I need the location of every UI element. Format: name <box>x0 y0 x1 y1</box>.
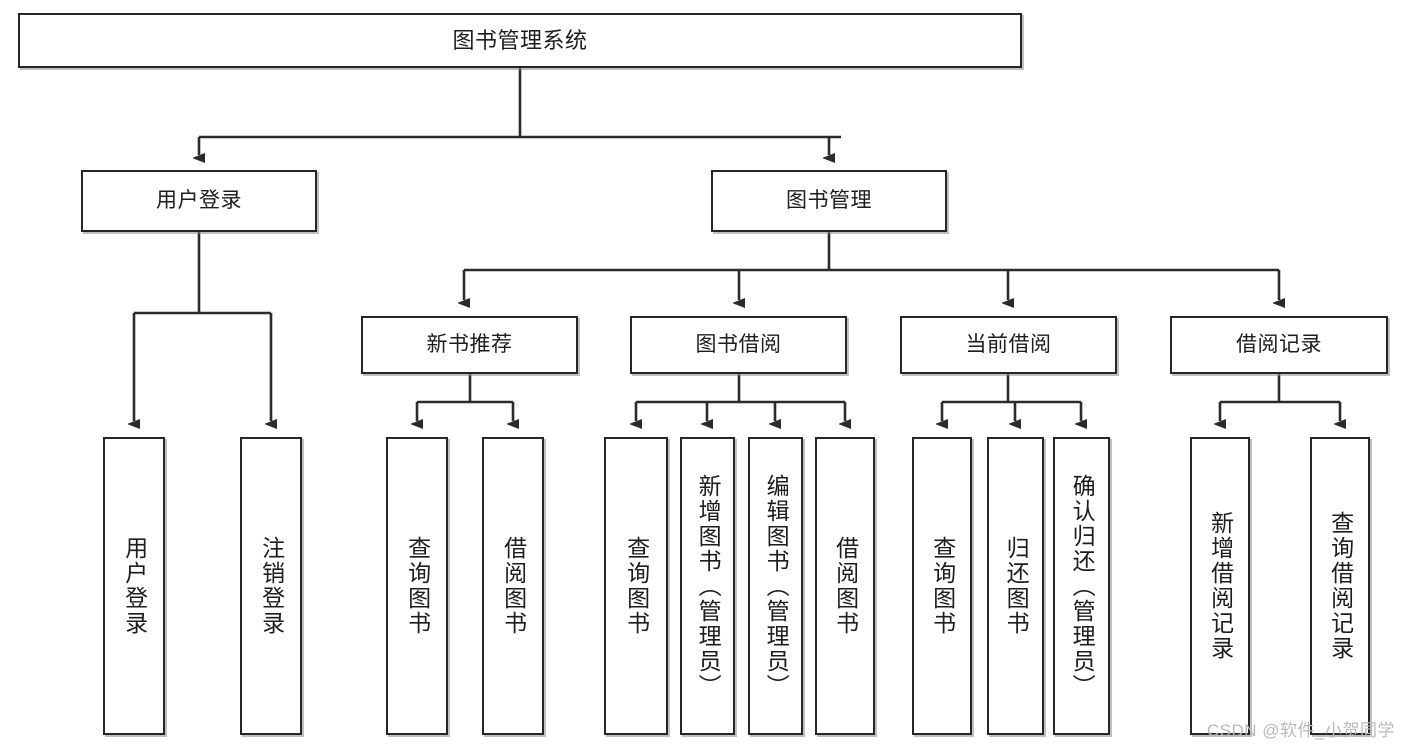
node-root-label: 图书管理系统 <box>452 27 588 53</box>
node-leaf-user-logout-label: 注销登录 <box>258 536 285 636</box>
node-leaf-borrow-book-1[interactable]: 借阅图书 <box>482 437 544 735</box>
node-leaf-borrow-book-1-label: 借阅图书 <box>500 536 527 636</box>
node-leaf-add-book-admin-label: 新增图书（管理员） <box>695 473 722 699</box>
node-root[interactable]: 图书管理系统 <box>18 13 1022 68</box>
node-leaf-add-borrow-record-label: 新增借阅记录 <box>1207 511 1234 661</box>
node-leaf-user-logout[interactable]: 注销登录 <box>240 437 302 735</box>
node-leaf-edit-book-admin-label: 编辑图书（管理员） <box>763 473 790 699</box>
csdn-watermark: CSDN @软件_小贺同学 <box>1206 721 1395 740</box>
node-leaf-query-book-3-label: 查询图书 <box>929 536 956 636</box>
node-leaf-query-book-1[interactable]: 查询图书 <box>386 437 448 735</box>
node-leaf-return-book-label: 归还图书 <box>1003 536 1030 636</box>
node-leaf-query-book-2-label: 查询图书 <box>623 536 650 636</box>
node-leaf-edit-book-admin[interactable]: 编辑图书（管理员） <box>748 437 803 735</box>
node-user-login-label: 用户登录 <box>156 188 242 212</box>
node-leaf-confirm-return-admin[interactable]: 确认归还（管理员） <box>1053 437 1110 735</box>
node-book-manage-label: 图书管理 <box>786 188 872 212</box>
node-leaf-user-login-label: 用户登录 <box>121 536 148 636</box>
node-book-borrow[interactable]: 图书借阅 <box>630 316 847 374</box>
node-borrow-record-label: 借阅记录 <box>1236 332 1322 356</box>
node-new-book-recommend[interactable]: 新书推荐 <box>361 316 578 374</box>
node-leaf-query-book-2[interactable]: 查询图书 <box>604 437 668 735</box>
node-leaf-query-borrow-record-label: 查询借阅记录 <box>1327 511 1354 661</box>
node-borrow-record[interactable]: 借阅记录 <box>1170 316 1388 374</box>
node-leaf-add-borrow-record[interactable]: 新增借阅记录 <box>1190 437 1250 735</box>
node-leaf-return-book[interactable]: 归还图书 <box>987 437 1044 735</box>
node-leaf-query-book-1-label: 查询图书 <box>404 536 431 636</box>
node-leaf-add-book-admin[interactable]: 新增图书（管理员） <box>680 437 735 735</box>
node-new-book-recommend-label: 新书推荐 <box>426 332 513 356</box>
node-leaf-borrow-book-2[interactable]: 借阅图书 <box>815 437 875 735</box>
node-current-borrow[interactable]: 当前借阅 <box>900 316 1117 374</box>
node-current-borrow-label: 当前借阅 <box>965 332 1052 356</box>
node-book-borrow-label: 图书借阅 <box>695 332 782 356</box>
node-leaf-confirm-return-admin-label: 确认归还（管理员） <box>1069 473 1096 699</box>
node-leaf-borrow-book-2-label: 借阅图书 <box>832 536 859 636</box>
node-leaf-user-login[interactable]: 用户登录 <box>103 437 165 735</box>
node-user-login[interactable]: 用户登录 <box>81 170 317 232</box>
node-leaf-query-borrow-record[interactable]: 查询借阅记录 <box>1310 437 1370 735</box>
node-book-manage[interactable]: 图书管理 <box>711 170 947 232</box>
node-leaf-query-book-3[interactable]: 查询图书 <box>912 437 972 735</box>
